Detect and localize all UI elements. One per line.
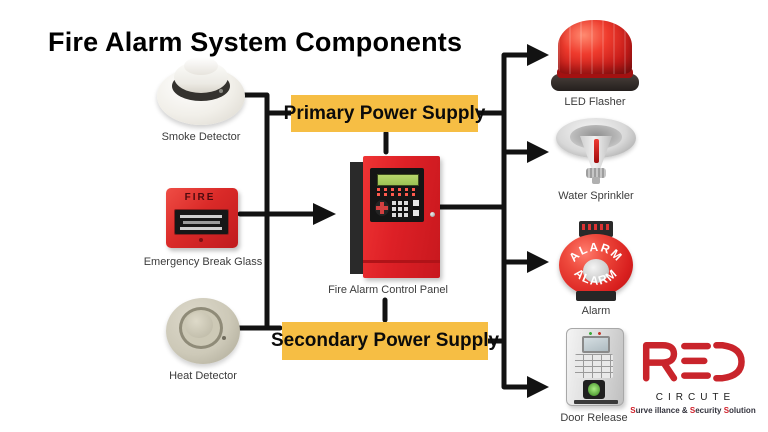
control-panel-side xyxy=(350,162,365,274)
brand-logo: CIRCUTE Surve illance & Security Solutio… xyxy=(620,334,766,415)
alarm-bell-center xyxy=(583,259,609,283)
door-release-image xyxy=(565,328,624,408)
heat-detector-figure: Heat Detector xyxy=(143,298,263,384)
heat-detector-image xyxy=(166,298,240,366)
smoke-detector-image xyxy=(157,55,245,127)
sprinkler-red-bulb xyxy=(594,139,599,163)
door-release-label: Door Release xyxy=(560,412,628,424)
smoke-detector-led xyxy=(219,89,223,93)
alarm-bell-figure: ALARM ALARM Alarm xyxy=(536,221,656,319)
door-release-keypad xyxy=(575,354,613,378)
tagline-part: S xyxy=(723,406,730,415)
alarm-bell-label: Alarm xyxy=(581,305,611,317)
door-release-status-leds xyxy=(589,332,601,335)
smoke-detector-figure: Smoke Detector xyxy=(141,55,261,145)
door-release-bottom-strip xyxy=(574,400,618,404)
smoke-detector-label: Smoke Detector xyxy=(161,131,241,143)
control-panel-dpad xyxy=(375,200,389,216)
heat-detector-dome xyxy=(185,312,213,338)
control-panel-lock xyxy=(430,212,435,217)
arrow-to-water-sprinkler xyxy=(527,141,549,163)
break-glass-image: FIRE xyxy=(164,186,242,252)
door-release-figure: Door Release xyxy=(538,328,650,426)
right-bus-line xyxy=(501,52,531,390)
fingerprint-glow xyxy=(588,383,600,396)
alarm-text-top: ALARM xyxy=(566,240,624,265)
led-flasher-facets xyxy=(558,20,632,74)
control-panel-figure: Fire Alarm Control Panel xyxy=(318,150,458,298)
alarm-text-bottom: ALARM xyxy=(572,266,619,288)
sprinkler-tip xyxy=(592,177,600,184)
logo-letter-r xyxy=(642,342,678,382)
break-glass-figure: FIRE Emergency Break Glass xyxy=(143,186,263,270)
break-glass-fire-text: FIRE xyxy=(184,192,216,203)
tagline-part: olution xyxy=(729,406,756,415)
tagline-part: S xyxy=(630,406,636,415)
control-panel-side-buttons xyxy=(413,200,419,216)
led-flasher-dome xyxy=(558,20,632,74)
led-flasher-label: LED Flasher xyxy=(564,96,626,108)
logo-wordmark: CIRCUTE xyxy=(655,392,736,403)
svg-text:ALARM: ALARM xyxy=(566,240,625,265)
red-logo-mark xyxy=(642,342,745,382)
control-panel-control-area xyxy=(370,168,424,222)
break-glass-label: Emergency Break Glass xyxy=(143,256,263,268)
control-panel-label: Fire Alarm Control Panel xyxy=(328,284,448,296)
tagline-part: urve illance & xyxy=(635,406,690,415)
svg-text:ALARM: ALARM xyxy=(572,266,621,288)
door-release-fingerprint-reader xyxy=(583,380,605,399)
water-sprinkler-image xyxy=(554,114,638,186)
break-glass-window xyxy=(174,209,229,235)
arrow-to-door-release xyxy=(527,376,549,398)
left-bus-line xyxy=(235,92,283,331)
control-panel-led-row xyxy=(377,193,417,196)
led-flasher-base xyxy=(551,74,639,91)
secondary-power-supply-label: Secondary Power Supply xyxy=(271,322,499,360)
page-title: Fire Alarm System Components xyxy=(48,27,463,57)
led-flasher-figure: LED Flasher xyxy=(535,18,655,110)
alarm-bell-base xyxy=(576,291,616,301)
water-sprinkler-label: Water Sprinkler xyxy=(558,190,634,202)
heat-detector-led xyxy=(222,336,226,340)
tagline-part: ecurity xyxy=(695,406,724,415)
door-release-screen xyxy=(582,336,610,353)
alarm-bell-curved-text: ALARM ALARM xyxy=(566,240,625,288)
logo-letter-e xyxy=(681,342,711,379)
tagline-part: S xyxy=(689,406,696,415)
arrow-to-panel xyxy=(313,203,336,225)
alarm-bell-image: ALARM ALARM xyxy=(553,221,639,301)
led-flasher-image xyxy=(549,18,641,92)
control-panel-image xyxy=(333,150,443,280)
alarm-bell-bracket-leds xyxy=(582,224,610,230)
alarm-bell-bracket xyxy=(579,221,613,237)
water-sprinkler-figure: Water Sprinkler xyxy=(536,114,656,204)
arrow-to-led-flasher xyxy=(527,44,549,66)
control-panel-led-row xyxy=(377,188,417,191)
control-panel-hinge xyxy=(363,260,440,263)
sprinkler-nut xyxy=(586,168,606,178)
smoke-detector-cap xyxy=(184,57,218,75)
door-release-body xyxy=(566,328,624,406)
break-glass-screw xyxy=(199,238,203,242)
primary-power-supply-label: Primary Power Supply xyxy=(284,95,485,132)
control-panel-face xyxy=(363,156,440,278)
control-panel-keypad xyxy=(392,200,409,217)
control-panel-lcd xyxy=(377,174,419,186)
logo-tagline: Surve illance & Security Solution xyxy=(620,406,766,415)
logo-letter-d xyxy=(713,342,745,382)
arrow-to-alarm xyxy=(527,251,549,273)
heat-detector-label: Heat Detector xyxy=(169,370,237,382)
